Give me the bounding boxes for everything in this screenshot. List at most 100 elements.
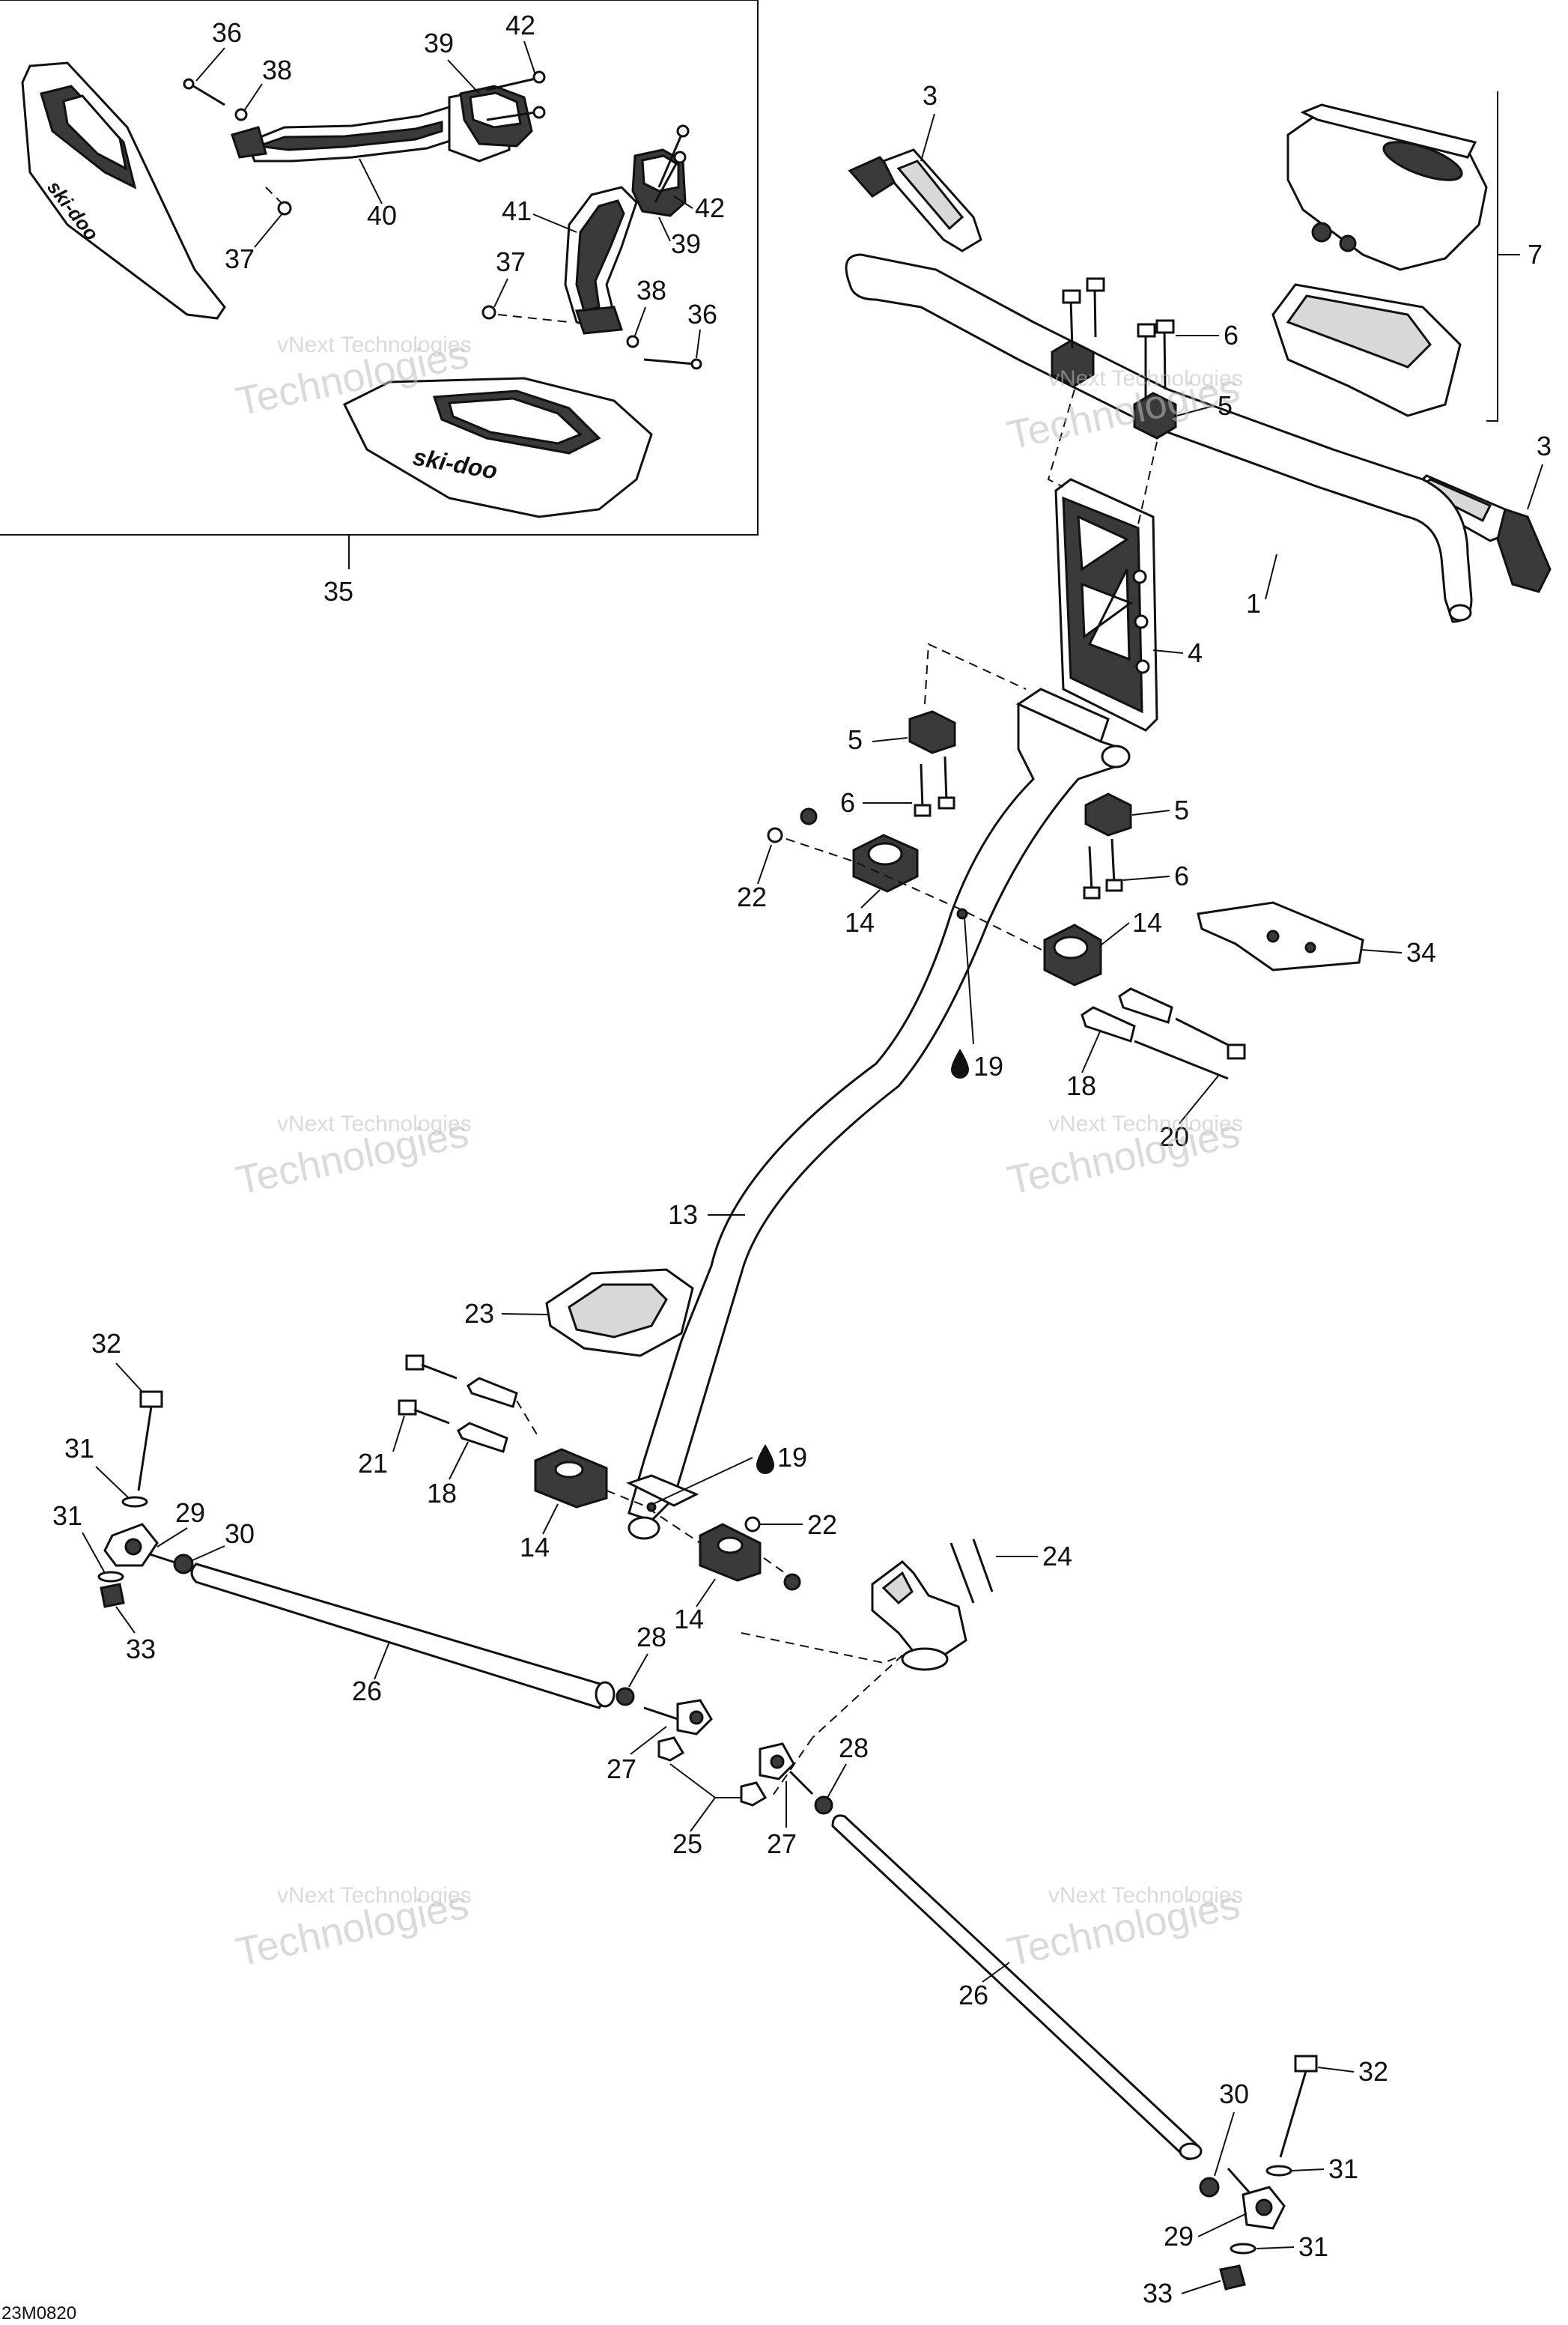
nut-22-upper [800,807,818,825]
callout-33b: 33 [1143,2278,1173,2309]
upper-screws [1062,277,1175,397]
lower-bolts-21 [398,1354,458,1425]
callout-23: 23 [464,1298,494,1329]
bolt-20 [1134,1017,1246,1080]
callout-5c: 5 [1174,795,1189,825]
callout-28b: 28 [839,1733,869,1763]
lower-bushing-right [699,1523,762,1582]
oil-drop-icon [951,1049,969,1079]
lower-pins-18 [457,1377,518,1453]
callout-42b: 42 [695,193,725,223]
fitting-22-lower [744,1516,761,1533]
callout-40: 40 [367,200,397,231]
callout-37b: 37 [496,246,526,277]
callout-13: 13 [668,1199,698,1230]
inner-right-ball-joint [759,1742,833,1815]
upper-clamp-right [1133,392,1177,440]
callout-42a: 42 [505,10,535,40]
callout-21: 21 [358,1448,388,1479]
callout-1: 1 [1246,588,1261,619]
callout-6c: 6 [1174,861,1189,891]
guard-screws-36 [183,78,702,370]
watermark-text: vNext Technologies [1048,366,1243,391]
lower-bushing-left [534,1448,608,1509]
nut-22-lower [783,1573,801,1591]
callout-37a: 37 [225,243,255,274]
callout-33a: 33 [126,1634,156,1664]
callout-36b: 36 [687,299,717,330]
inner-left-ball-joint [616,1687,713,1736]
handlebar [845,253,1473,623]
callout-31d: 31 [1298,2231,1328,2262]
callout-27a: 27 [607,1753,636,1784]
callout-6a: 6 [1224,320,1239,351]
left-tie-rod [190,1562,616,1709]
callout-14a: 14 [845,907,875,938]
handguard-kit-inset: ski-doo ski-doo [0,0,759,607]
callout-41: 41 [502,195,532,226]
steering-column [627,688,1131,1522]
callout-31b: 31 [52,1500,82,1531]
callout-6b: 6 [840,787,855,818]
column-cover-23 [545,1268,694,1357]
callout-25: 25 [672,1828,702,1859]
callout-19a: 19 [973,1051,1003,1082]
callout-32b: 32 [1358,2056,1388,2087]
callout-31a: 31 [64,1433,94,1464]
callout-14b: 14 [1132,907,1162,938]
callout-5b: 5 [848,724,863,755]
callout-30a: 30 [225,1518,255,1549]
column-flange [626,1474,699,1540]
callout-22a: 22 [737,882,767,912]
callout-34: 34 [1406,937,1436,968]
callout-36a: 36 [212,17,242,48]
callout-35: 35 [323,576,353,607]
oil-drop-icon-lower [756,1444,774,1474]
callout-22b: 22 [807,1509,837,1540]
guard-screws-42 [486,70,690,203]
callout-3b: 3 [1537,431,1552,461]
watermark-text: vNext Technologies [1048,1883,1243,1908]
callout-14c: 14 [520,1532,550,1562]
right-hand-guard: ski-doo [342,377,653,518]
callout-39a: 39 [424,28,454,58]
right-guard-bracket [564,186,638,335]
washer-38a [234,108,248,121]
callout-30b: 30 [1219,2079,1249,2109]
upper-pins [1081,987,1173,1043]
watermark-text: vNext Technologies [277,1112,472,1136]
fitting-22-upper [767,827,783,843]
callout-5a: 5 [1218,390,1233,421]
callout-27b: 27 [767,1828,797,1859]
plate-34 [1197,901,1364,971]
callout-18b: 18 [427,1478,457,1509]
callout-20: 20 [1159,1121,1189,1152]
washer-31-lower-left [97,1571,124,1583]
column-clamp-left [908,710,956,754]
right-bolt-32 [1279,2055,1318,2158]
callout-32a: 32 [91,1328,121,1359]
washer-31-upper-right [1265,2165,1292,2177]
watermark-text: vNext Technologies [1048,1112,1243,1136]
nut-33-right [1219,2264,1246,2291]
callout-18a: 18 [1066,1070,1096,1101]
upper-bushing-right [1043,924,1102,986]
steering-arm-24 [871,1539,994,1671]
spacer-25-right [740,1781,768,1807]
nut-33-left [100,1583,125,1608]
nut-37a [277,201,292,216]
left-grip [848,148,982,252]
washer-38b [626,335,639,348]
callout-3a: 3 [923,80,938,111]
left-ball-joint [103,1523,194,1574]
callout-38b: 38 [636,275,666,306]
watermark-text: vNext Technologies [277,1883,472,1908]
callout-7: 7 [1528,239,1543,270]
right-tie-rod [831,1814,1203,2160]
callout-19b: 19 [777,1442,807,1473]
column-clamp-right [1084,792,1132,837]
drawing-code: 23M0820 [1,2303,76,2324]
right-ball-joint [1199,2168,1286,2230]
handlebar-riser [1054,478,1158,732]
